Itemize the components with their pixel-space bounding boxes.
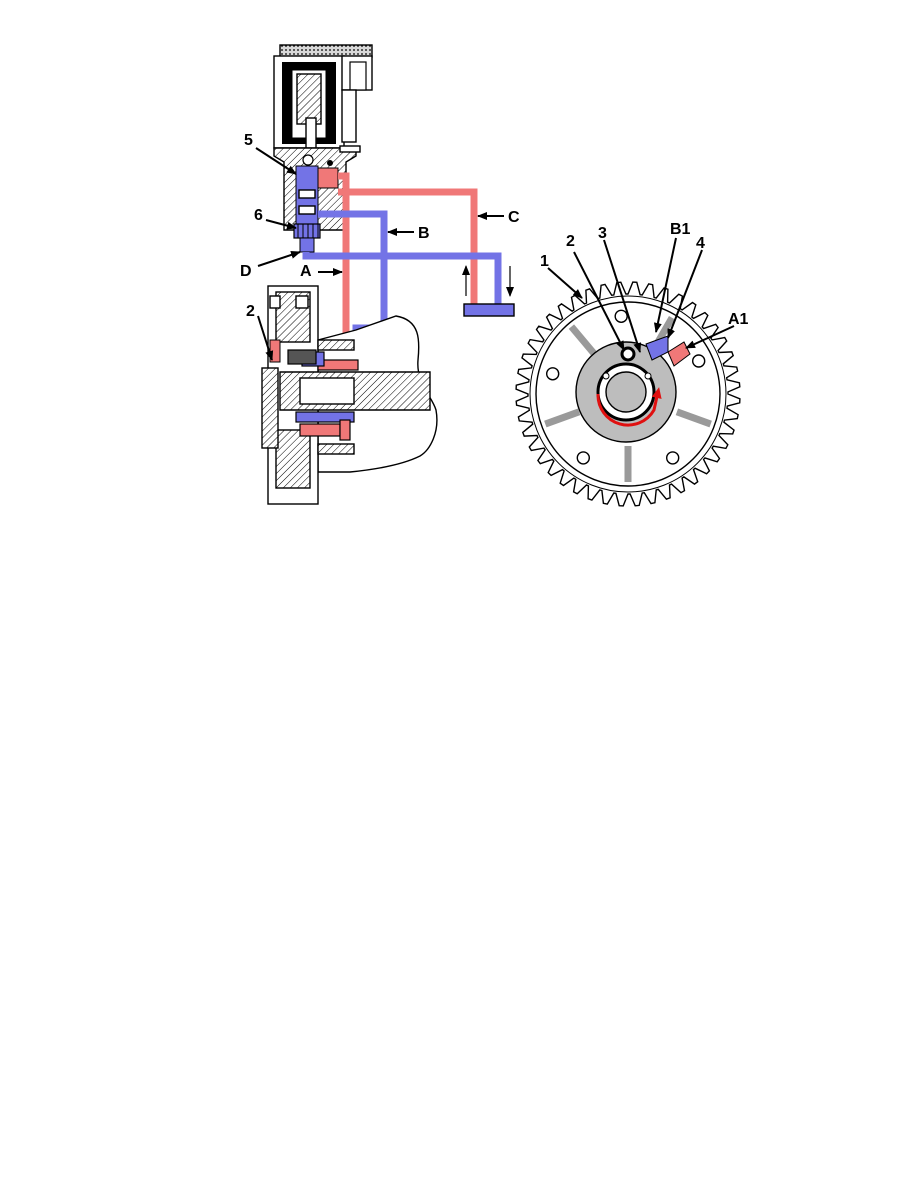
bolt [546, 367, 560, 381]
label-b1: B1 [670, 221, 691, 238]
label-2-right: 2 [566, 233, 575, 250]
label-5: 5 [244, 132, 253, 149]
label-1: 1 [540, 253, 549, 270]
spoke [544, 408, 581, 428]
bolt [614, 309, 628, 323]
solenoid-valve [273, 44, 373, 253]
camshaft-section [261, 285, 438, 505]
spoke [675, 408, 712, 428]
right-leaders [547, 237, 735, 353]
bolt [666, 451, 680, 465]
label-2-left: 2 [246, 303, 255, 320]
label-a: A [300, 263, 312, 280]
bolt [576, 451, 590, 465]
label-3: 3 [598, 225, 607, 242]
left-leaders [255, 147, 504, 361]
spoke [568, 324, 598, 357]
camshaft-bolt [605, 371, 647, 413]
chamber-a1 [667, 341, 691, 367]
label-4: 4 [696, 235, 705, 252]
bolt [692, 354, 706, 368]
rotor-hole [602, 372, 610, 380]
rotor-hole [644, 372, 652, 380]
label-d: D [240, 263, 252, 280]
label-b: B [418, 225, 430, 242]
sprocket-ring [529, 295, 727, 493]
right-front-view: 1 2 3 B1 4 A1 [515, 221, 749, 507]
rotation-arrow [596, 387, 662, 427]
locking-pin [620, 346, 636, 362]
left-sectional-view: 5 6 D A B C 2 [240, 44, 520, 505]
label-c: C [508, 209, 520, 226]
sprocket-bolts [546, 309, 706, 465]
label-a1: A1 [728, 311, 749, 328]
label-6: 6 [254, 207, 263, 224]
